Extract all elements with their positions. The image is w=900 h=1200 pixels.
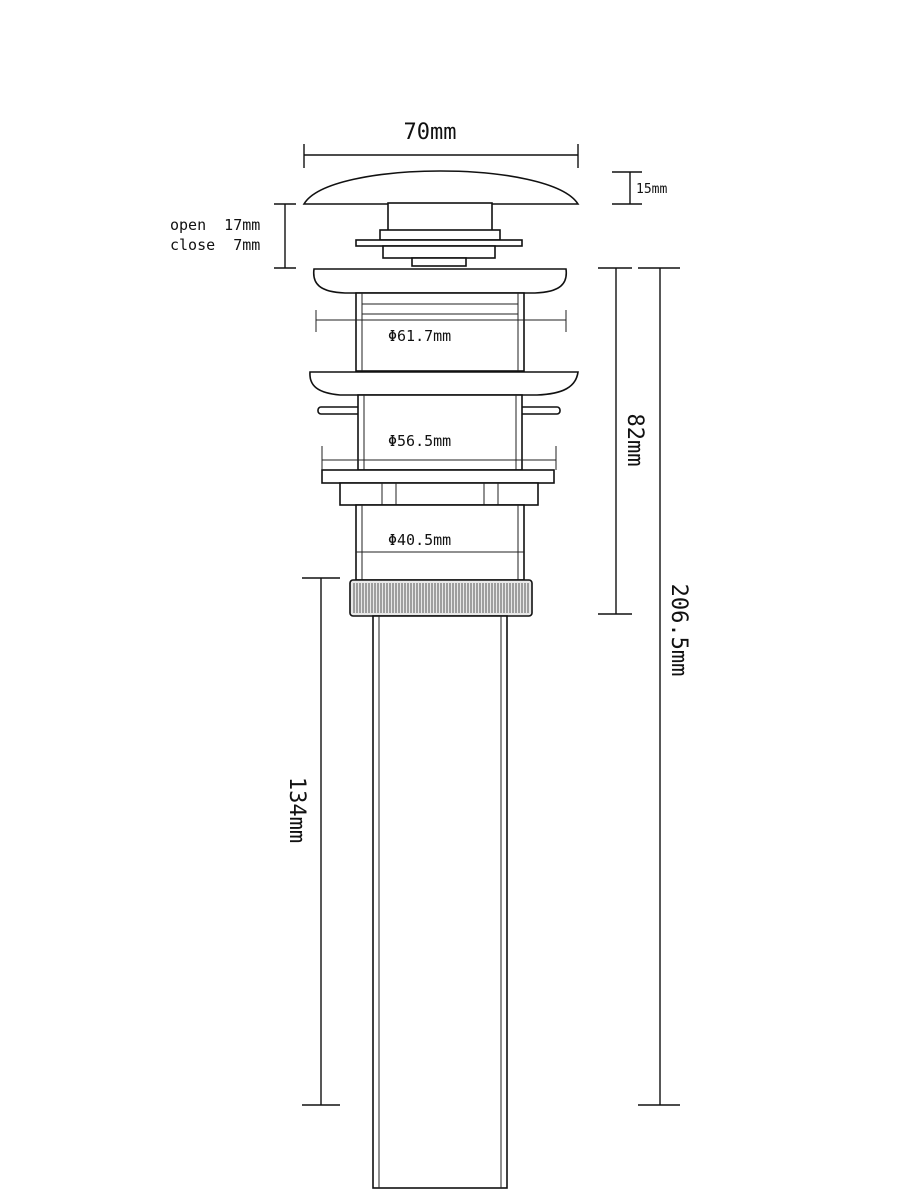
- dim-top-width: 70mm: [303, 120, 579, 168]
- dim-diameter-middle: Φ56.5mm: [321, 432, 557, 470]
- label-stroke-close: close 7mm: [170, 236, 260, 254]
- label-total-length: 206.5mm: [666, 584, 691, 677]
- flange: [312, 268, 568, 294]
- nut-washer: [321, 469, 555, 484]
- cap: [302, 170, 580, 205]
- dim-cap-height: 15mm: [612, 171, 667, 205]
- label-cap-height: 15mm: [636, 182, 667, 197]
- label-diameter-lower: Φ40.5mm: [388, 531, 451, 549]
- stem: [387, 202, 493, 234]
- stem-collar: [379, 229, 501, 241]
- tailpipe: [372, 615, 508, 1189]
- lower-flange: [309, 371, 579, 396]
- label-body-length: 82mm: [622, 414, 647, 467]
- dim-body-length: 82mm: [598, 267, 647, 615]
- label-stroke-open: open 17mm: [170, 216, 260, 234]
- dim-diameter-upper: Φ61.7mm: [315, 310, 567, 345]
- label-diameter-upper: Φ61.7mm: [388, 327, 451, 345]
- dim-tail-length: 134mm: [284, 577, 340, 1106]
- nut: [339, 482, 539, 506]
- lower-body: [355, 504, 525, 581]
- stem-neck: [382, 245, 496, 259]
- middle-body: [357, 394, 523, 471]
- label-tail-length: 134mm: [284, 777, 309, 843]
- label-diameter-middle: Φ56.5mm: [388, 432, 451, 450]
- dim-stroke: open 17mm close 7mm: [170, 203, 296, 269]
- knurled-ring: [349, 579, 533, 617]
- upper-body: [355, 292, 525, 372]
- label-top-width: 70mm: [404, 120, 457, 145]
- dim-total-length: 206.5mm: [638, 267, 691, 1106]
- stem-pin: [411, 257, 467, 267]
- dim-diameter-lower: Φ40.5mm: [356, 531, 524, 553]
- stem-washer: [355, 239, 523, 247]
